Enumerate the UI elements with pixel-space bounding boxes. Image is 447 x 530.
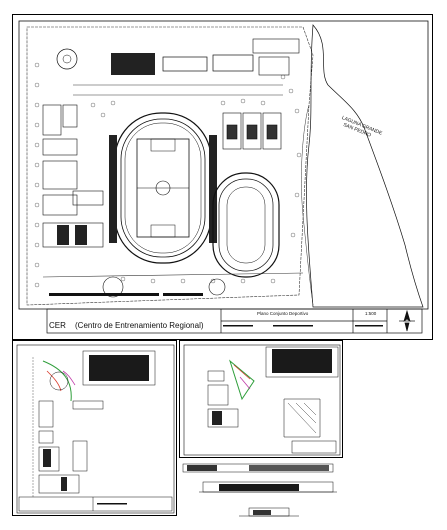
green-zone-outline xyxy=(229,359,255,401)
elevation-drawings xyxy=(179,460,343,524)
detail-sheet-left xyxy=(12,340,177,516)
elevations-svg xyxy=(182,463,337,517)
detail-sheet-right xyxy=(179,340,343,458)
secondary-track xyxy=(212,172,280,278)
project-name: (Centro de Entrenamiento Regional) xyxy=(75,321,204,330)
site-plan-drawing xyxy=(18,20,429,334)
drawing-scale: 1:500 xyxy=(365,311,377,316)
lagoon-shoreline xyxy=(306,24,424,308)
main-stadium xyxy=(109,112,217,264)
left-buildings xyxy=(42,104,104,248)
detail-plan-left-drawing xyxy=(16,344,175,514)
tree-symbols xyxy=(34,62,302,288)
green-path-line xyxy=(42,360,72,402)
project-code: CER xyxy=(49,321,66,330)
main-site-plan-sheet: LAGUNA GRANDE SAN PEDRO CER (Centro de E… xyxy=(12,14,433,340)
title-block-frame xyxy=(46,308,423,334)
detail-plan-right-drawing xyxy=(183,344,341,456)
north-arrow-icon xyxy=(399,309,415,332)
drawing-title: Plano Conjunto Deportivo xyxy=(257,311,309,316)
sport-courts xyxy=(222,112,282,150)
gymnasium-building xyxy=(111,53,155,75)
roundabout xyxy=(56,48,78,70)
